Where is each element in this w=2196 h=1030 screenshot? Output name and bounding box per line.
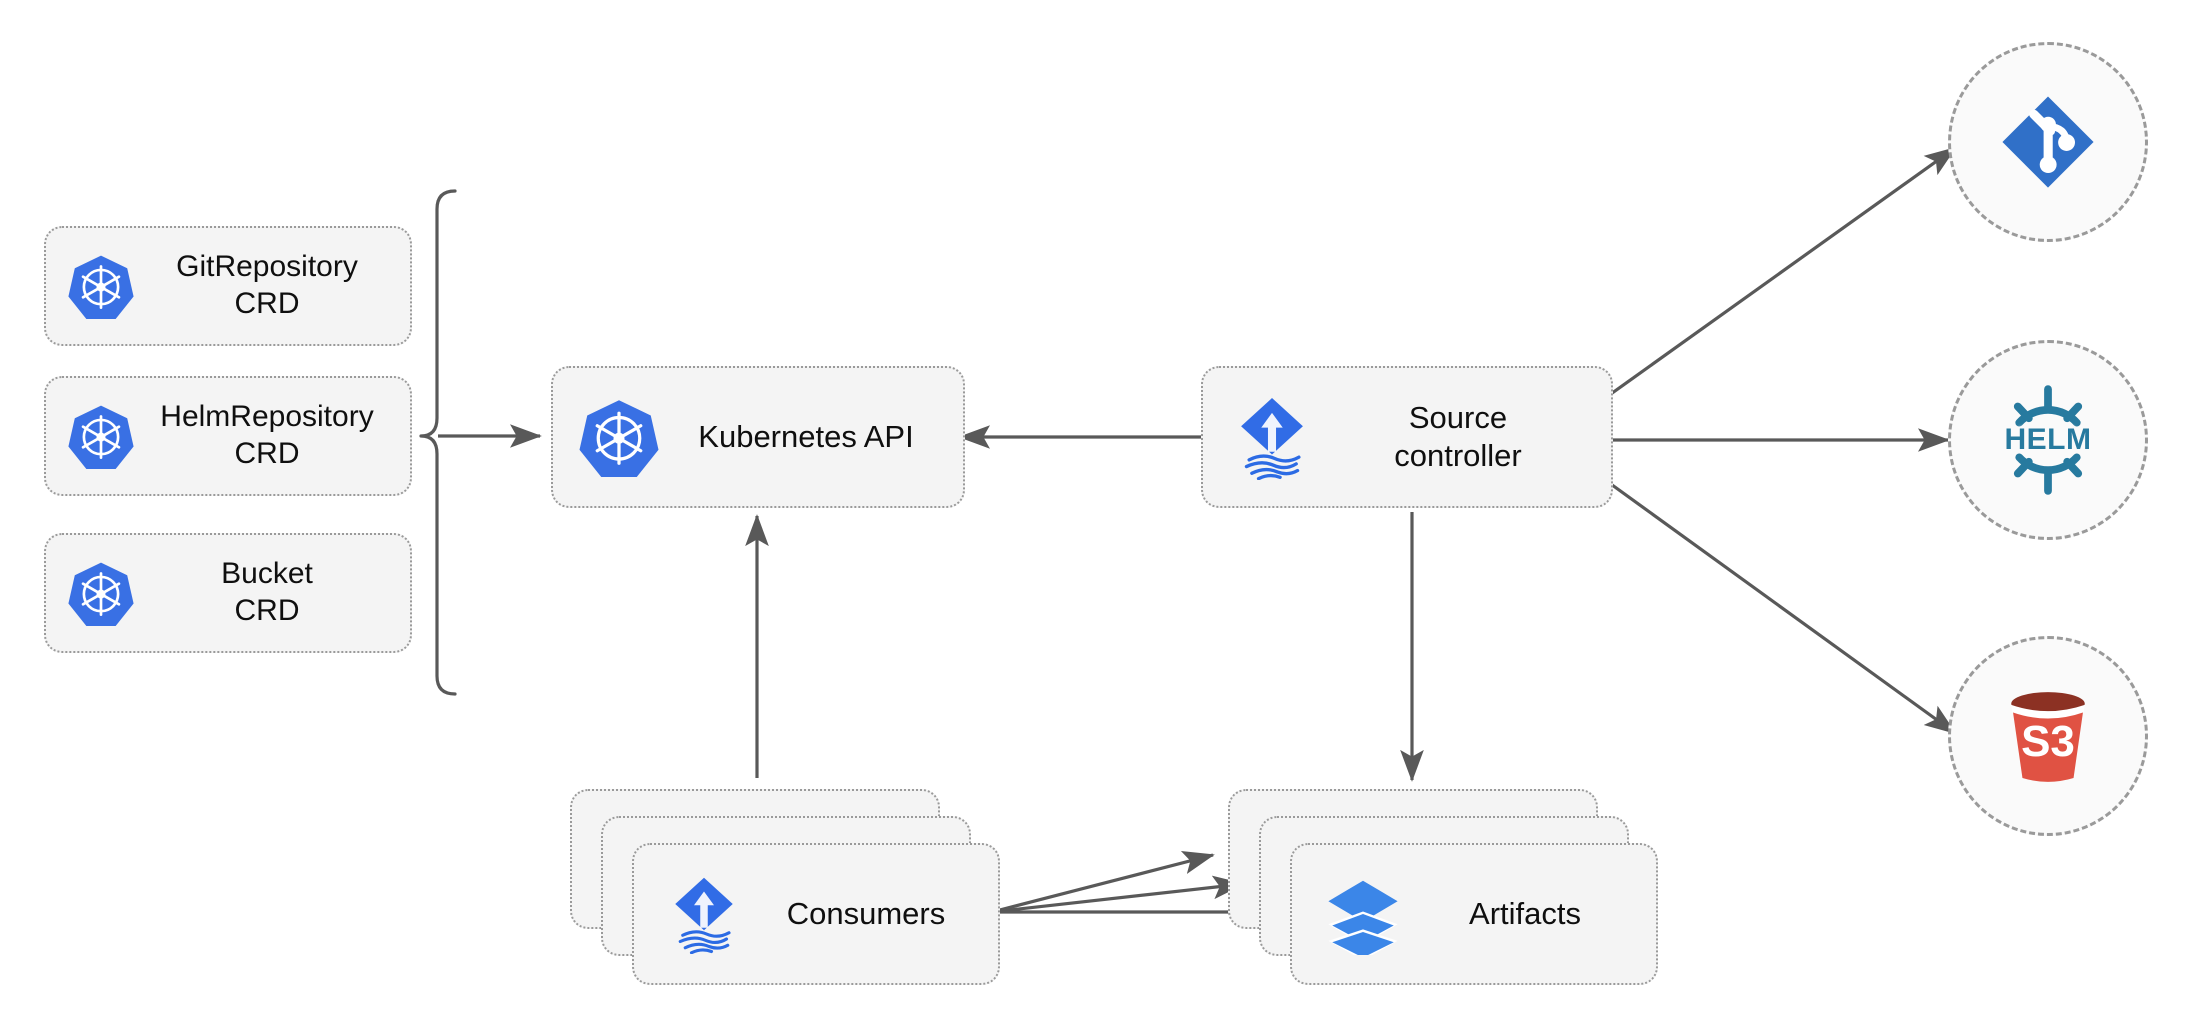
node-label: Bucket CRD — [221, 557, 313, 627]
edge-consumers-to-artifacts-back — [991, 851, 1215, 914]
node-label: Source controller — [1394, 400, 1522, 473]
kubernetes-icon — [68, 560, 134, 626]
flux-icon — [664, 874, 744, 954]
artifacts-stack-layer-front[interactable]: Artifacts — [1290, 843, 1658, 985]
s3-bucket-icon: S3 — [1992, 680, 2104, 792]
node-artifacts[interactable]: Artifacts — [1228, 789, 1658, 989]
node-s3-source[interactable]: S3 — [1948, 636, 2148, 836]
node-git-source[interactable] — [1948, 42, 2148, 242]
edge-source-controller-to-git — [1607, 146, 1957, 398]
node-gitrepository-crd[interactable]: GitRepository CRD — [44, 226, 412, 346]
node-kubernetes-api[interactable]: Kubernetes API — [551, 366, 965, 508]
edge-source-controller-to-s3 — [1607, 480, 1957, 735]
node-label: Artifacts — [1469, 896, 1581, 932]
helm-wordmark: HELM — [2004, 423, 2092, 456]
crd-group-bracket — [419, 189, 457, 696]
layers-icon — [1322, 873, 1404, 955]
kubernetes-icon — [579, 397, 659, 477]
node-helmrepository-crd[interactable]: HelmRepository CRD — [44, 376, 412, 496]
kubernetes-icon — [68, 253, 134, 319]
node-label: HelmRepository CRD — [160, 400, 374, 470]
node-bucket-crd[interactable]: Bucket CRD — [44, 533, 412, 653]
node-consumers[interactable]: Consumers — [570, 789, 1000, 989]
helm-icon: HELM — [1989, 381, 2107, 499]
flux-icon — [1229, 394, 1315, 480]
node-label: GitRepository CRD — [176, 250, 358, 320]
consumers-stack-layer-front[interactable]: Consumers — [632, 843, 1000, 985]
kubernetes-icon — [68, 403, 134, 469]
node-source-controller[interactable]: Source controller — [1201, 366, 1613, 508]
s3-wordmark: S3 — [2021, 717, 2075, 766]
edge-consumers-to-artifacts-middle — [991, 875, 1245, 914]
git-icon — [1994, 88, 2102, 196]
node-label: Kubernetes API — [698, 419, 914, 455]
node-helm-source[interactable]: HELM — [1948, 340, 2148, 540]
node-label: Consumers — [786, 896, 946, 932]
